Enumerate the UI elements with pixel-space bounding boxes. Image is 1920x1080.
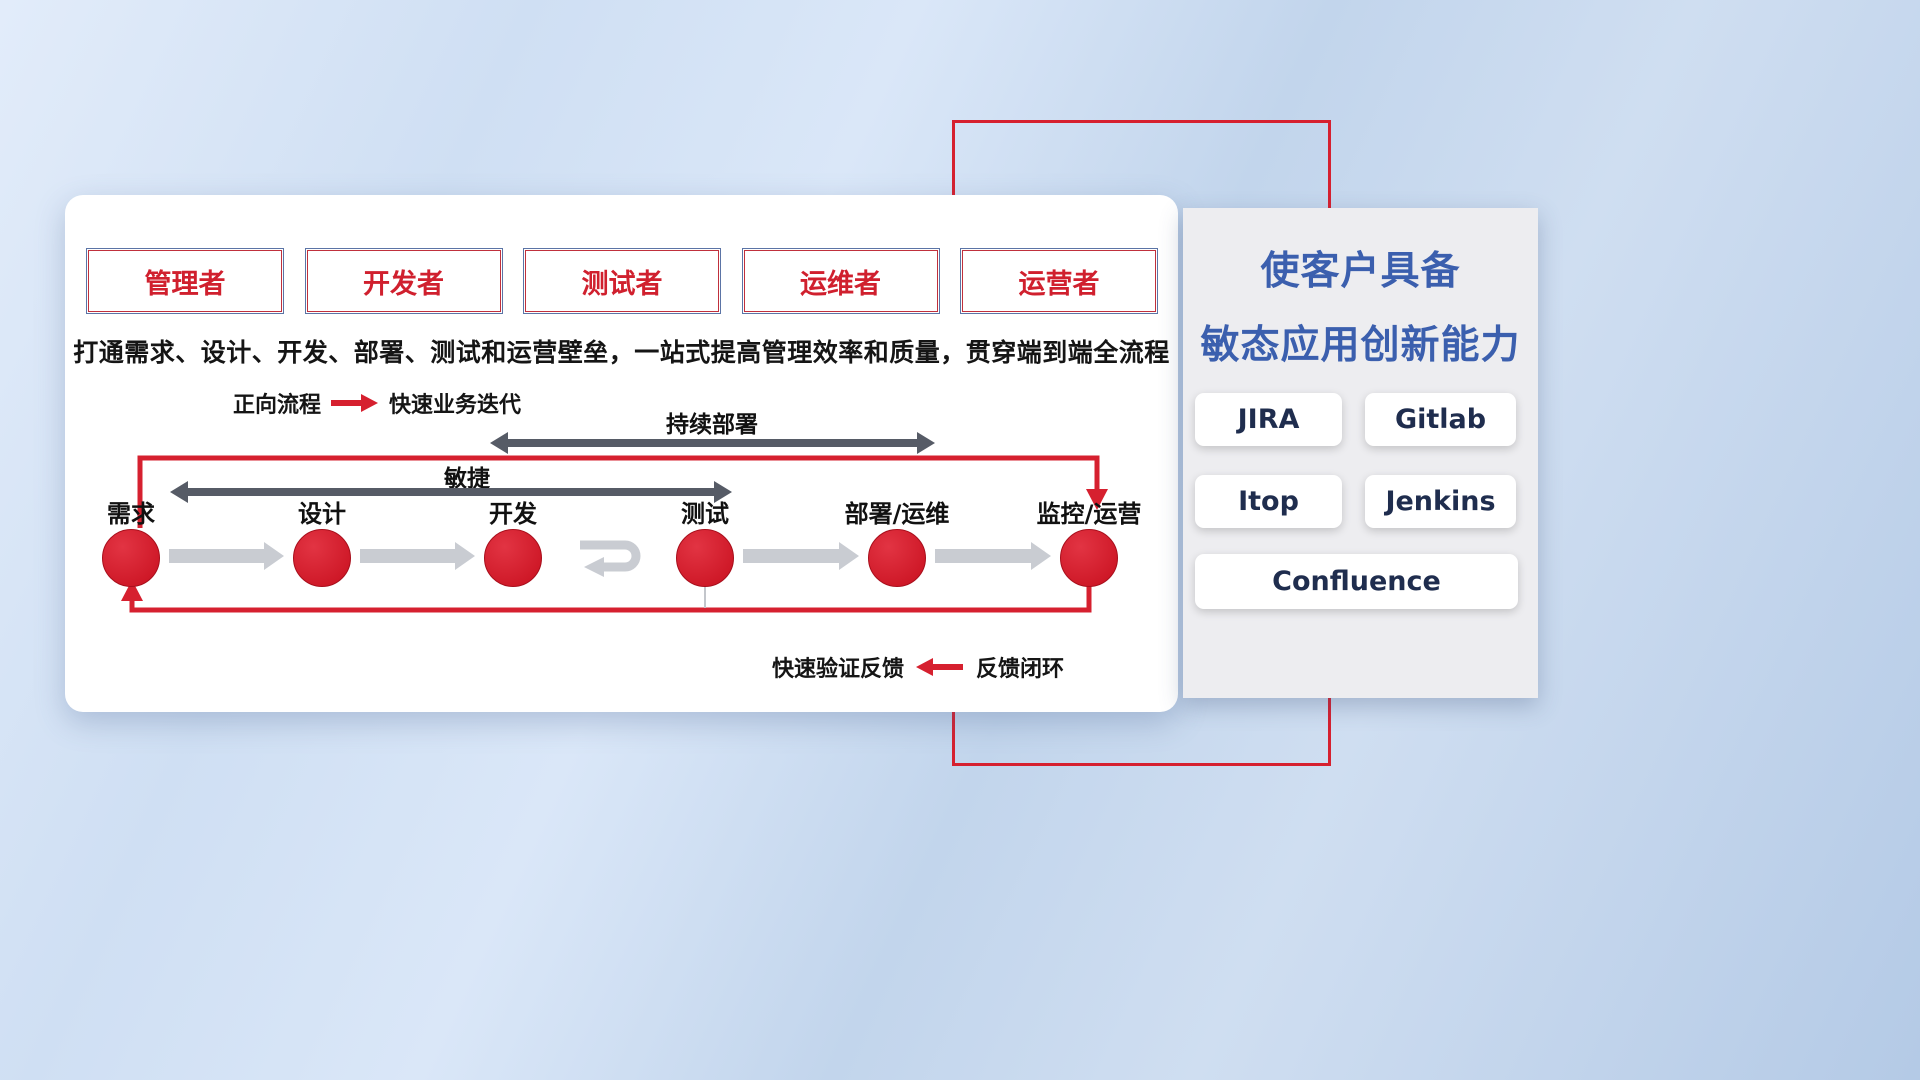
- feedback-loop-line: [129, 584, 1092, 613]
- stage-label: 监控/运营: [1036, 500, 1142, 528]
- panel-title-line1: 使客户具备: [1260, 249, 1461, 294]
- agile-label: 敏捷: [444, 466, 490, 492]
- feedback-legend-label: 快速验证反馈: [772, 657, 905, 682]
- stage-monitor-operate: 监控/运营: [1019, 501, 1159, 587]
- role-label: 测试者: [581, 268, 663, 300]
- card-subtitle: 打通需求、设计、开发、部署、测试和运营壁垒，一站式提高管理效率和质量，贯穿端到端…: [73, 338, 1170, 367]
- stage-label: 设计: [298, 500, 346, 528]
- role-box-ops: 运维者: [741, 248, 940, 314]
- tool-badge-itop: Itop: [1195, 475, 1342, 528]
- stage-node-icon: [1060, 529, 1118, 587]
- continuous-deploy-label: 持续部署: [666, 412, 758, 438]
- tool-badge-gitlab: Gitlab: [1365, 393, 1516, 446]
- forward-legend: 正向流程 快速业务迭代: [233, 387, 521, 419]
- forward-legend-desc: 快速业务迭代: [389, 393, 522, 418]
- devops-flow-card: 管理者 开发者 测试者 运维者 运营者 打通需求、设计、开发、部署、测试和运营壁…: [65, 195, 1178, 712]
- uturn-arrow-icon: [580, 540, 641, 572]
- feedback-arrow-icon: [916, 658, 964, 676]
- panel-title-line2: 敏态应用创新能力: [1200, 323, 1521, 368]
- stage-node-icon: [293, 529, 351, 587]
- stage-node-icon: [102, 529, 160, 587]
- stage-label: 测试: [681, 500, 729, 528]
- role-box-developer: 开发者: [304, 248, 503, 314]
- role-box-manager: 管理者: [86, 248, 284, 314]
- role-label: 开发者: [363, 268, 444, 300]
- stage-label: 开发: [489, 500, 537, 528]
- stage-test: 测试: [635, 501, 775, 587]
- role-box-tester: 测试者: [523, 248, 721, 314]
- role-box-operator: 运营者: [960, 248, 1158, 314]
- forward-legend-label: 正向流程: [233, 393, 322, 418]
- feedback-legend-desc: 反馈闭环: [976, 657, 1065, 682]
- stage-label: 部署/运维: [844, 500, 950, 528]
- uturn-arrowhead-icon: [584, 557, 604, 577]
- role-label: 运营者: [1018, 268, 1100, 300]
- feedback-legend: 快速验证反馈 反馈闭环: [772, 651, 1064, 683]
- capability-panel: 使客户具备 敏态应用创新能力 JIRA Gitlab Itop Jenkins …: [1183, 208, 1538, 698]
- roles-row: 管理者 开发者 测试者 运维者 运营者: [86, 248, 1158, 314]
- tool-badge-jenkins: Jenkins: [1365, 475, 1516, 528]
- role-label: 运维者: [800, 268, 881, 300]
- stage-node-icon: [484, 529, 542, 587]
- forward-arrow-icon: [331, 394, 379, 412]
- tool-badge-jira: JIRA: [1195, 393, 1342, 446]
- role-label: 管理者: [144, 268, 226, 300]
- stage-develop: 开发: [443, 501, 583, 587]
- stage-design: 设计: [252, 501, 392, 587]
- tool-badge-confluence: Confluence: [1195, 554, 1518, 609]
- stage-node-icon: [676, 529, 734, 587]
- stage-node-icon: [868, 529, 926, 587]
- stage-label: 需求: [107, 500, 155, 528]
- stage-deploy-ops: 部署/运维: [827, 501, 967, 587]
- stage-requirements: 需求: [61, 501, 201, 587]
